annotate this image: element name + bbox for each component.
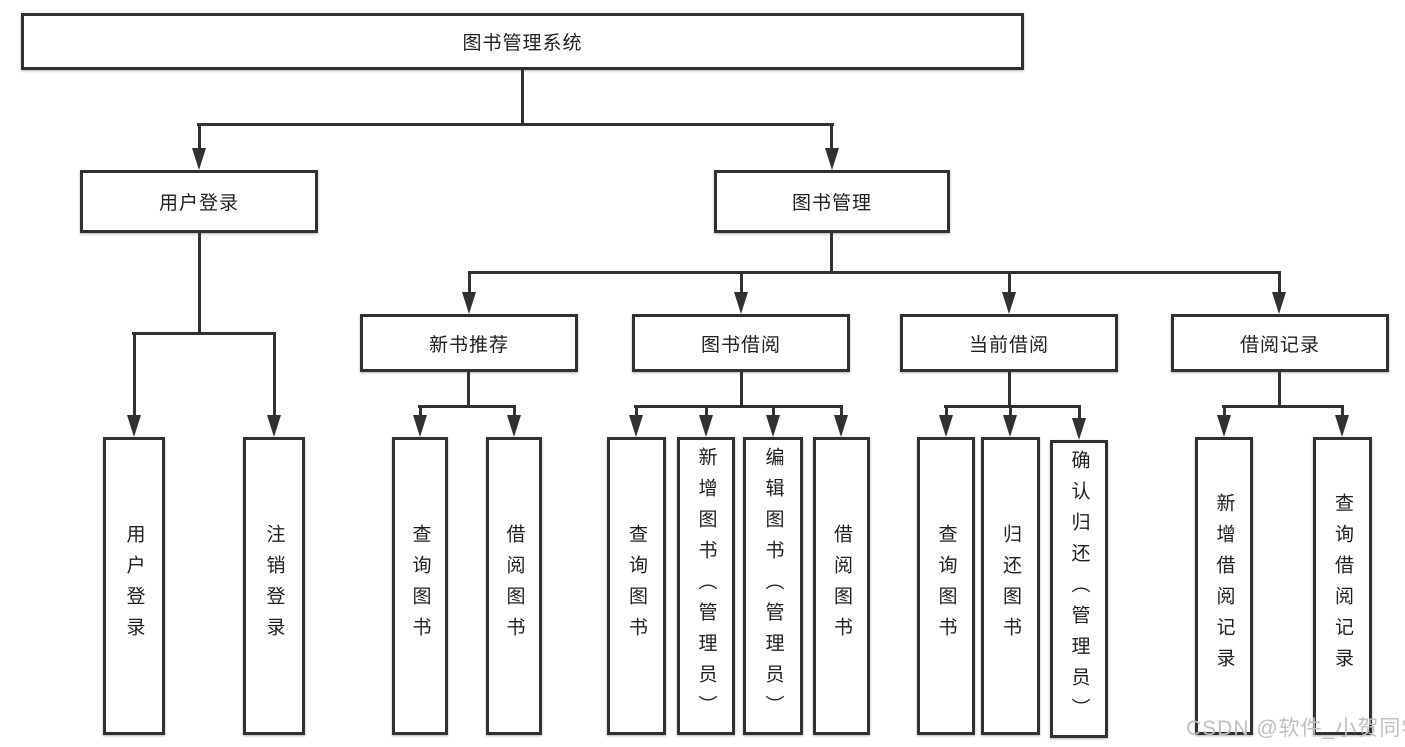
arrowhead bbox=[413, 415, 427, 437]
leaf-logout: 注销登录 bbox=[243, 437, 305, 735]
leaf-label: 新增图书（管理员） bbox=[695, 446, 717, 726]
arrowhead bbox=[734, 292, 748, 314]
connector-shaft bbox=[198, 126, 201, 149]
leaf-label: 查询图书 bbox=[626, 524, 647, 648]
connector-branch-user-login bbox=[132, 332, 276, 335]
connector-stem-book-borrow bbox=[740, 372, 743, 408]
leaf-label: 借阅图书 bbox=[503, 524, 525, 648]
connector-shaft bbox=[705, 408, 708, 416]
connector-shaft bbox=[1341, 408, 1344, 416]
leaf-label: 查询图书 bbox=[409, 524, 431, 648]
arrowhead bbox=[1002, 292, 1016, 314]
arrowhead bbox=[1272, 292, 1286, 314]
leaf-return-books: 归还图书 bbox=[981, 437, 1040, 735]
arrowhead bbox=[825, 148, 839, 170]
arrowhead bbox=[1217, 415, 1231, 437]
leaf-borrow-books-recommend: 借阅图书 bbox=[486, 437, 542, 735]
connector-stem-current-borrow bbox=[1008, 372, 1011, 408]
node-library-system: 图书管理系统 bbox=[21, 13, 1024, 70]
connector-stem-root bbox=[521, 70, 524, 126]
node-new-book-recommend: 新书推荐 bbox=[360, 314, 578, 372]
node-label: 新书推荐 bbox=[428, 334, 509, 356]
leaf-query-books-recommend: 查询图书 bbox=[392, 437, 448, 735]
leaf-label: 用户登录 bbox=[123, 524, 145, 648]
arrowhead bbox=[766, 415, 780, 437]
arrowhead bbox=[192, 148, 206, 170]
leaf-query-books-borrow: 查询图书 bbox=[607, 437, 666, 735]
connector-shaft bbox=[133, 335, 136, 416]
arrowhead bbox=[834, 415, 848, 437]
arrowhead bbox=[1335, 415, 1349, 437]
connector-shaft bbox=[740, 274, 743, 293]
leaf-user-login: 用户登录 bbox=[103, 437, 165, 735]
connector-branch-level3 bbox=[468, 271, 1281, 274]
leaf-label: 查询借阅记录 bbox=[1332, 493, 1353, 679]
connector-shaft bbox=[830, 126, 833, 149]
leaf-label: 借阅图书 bbox=[831, 524, 852, 648]
connector-shaft bbox=[513, 408, 516, 416]
connector-shaft bbox=[273, 335, 276, 416]
connector-shaft bbox=[1223, 408, 1226, 416]
node-label: 用户登录 bbox=[158, 193, 239, 214]
connector-shaft bbox=[468, 274, 471, 293]
connector-branch-book-borrow bbox=[634, 405, 843, 408]
leaf-label: 确认归还（管理员） bbox=[1068, 449, 1090, 729]
connector-branch-level2 bbox=[197, 123, 834, 126]
node-book-borrow: 图书借阅 bbox=[632, 314, 850, 372]
connector-shaft bbox=[1278, 274, 1281, 293]
leaf-add-books-admin: 新增图书（管理员） bbox=[677, 437, 735, 735]
arrowhead bbox=[507, 415, 521, 437]
leaf-query-books-current: 查询图书 bbox=[917, 437, 975, 735]
arrowhead bbox=[462, 292, 476, 314]
connector-stem-borrow-records bbox=[1278, 372, 1281, 408]
csdn-watermark: CSDN @软件_小贺同学 bbox=[1186, 717, 1405, 740]
node-book-management: 图书管理 bbox=[714, 170, 950, 233]
node-label: 当前借阅 bbox=[968, 334, 1049, 356]
connector-shaft bbox=[1078, 408, 1081, 419]
connector-stem-new-book-recommend bbox=[467, 372, 470, 408]
arrowhead bbox=[1072, 418, 1086, 440]
connector-branch-borrow-records bbox=[1222, 405, 1344, 408]
connector-branch-current-borrow bbox=[944, 405, 1081, 408]
connector-shaft bbox=[840, 408, 843, 416]
connector-shaft bbox=[1008, 274, 1011, 293]
node-label: 借阅记录 bbox=[1239, 334, 1320, 356]
leaf-query-borrow-record: 查询借阅记录 bbox=[1313, 437, 1372, 735]
connector-shaft bbox=[945, 408, 948, 416]
connector-shaft bbox=[772, 408, 775, 416]
leaf-label: 编辑图书（管理员） bbox=[762, 446, 784, 726]
leaf-label: 查询图书 bbox=[935, 524, 957, 648]
arrowhead bbox=[699, 415, 713, 437]
leaf-confirm-return-admin: 确认归还（管理员） bbox=[1050, 440, 1108, 738]
arrowhead bbox=[1003, 415, 1017, 437]
arrowhead bbox=[267, 415, 281, 437]
leaf-label: 新增借阅记录 bbox=[1213, 493, 1235, 679]
connector-branch-new-book-recommend bbox=[418, 405, 516, 408]
node-borrow-records: 借阅记录 bbox=[1171, 314, 1389, 372]
arrowhead bbox=[127, 415, 141, 437]
connector-stem-book-management bbox=[830, 233, 833, 274]
connector-shaft bbox=[419, 408, 422, 416]
node-label: 图书管理系统 bbox=[462, 33, 583, 54]
arrowhead bbox=[629, 415, 643, 437]
connector-stem-user-login bbox=[198, 233, 201, 335]
connector-shaft bbox=[635, 408, 638, 416]
node-label: 图书管理 bbox=[791, 193, 872, 214]
leaf-label: 归还图书 bbox=[1000, 524, 1021, 648]
leaf-add-borrow-record: 新增借阅记录 bbox=[1195, 437, 1253, 735]
leaf-borrow-books: 借阅图书 bbox=[813, 437, 870, 735]
node-user-login: 用户登录 bbox=[80, 170, 318, 233]
arrowhead bbox=[939, 415, 953, 437]
node-label: 图书借阅 bbox=[700, 334, 781, 356]
node-current-borrow: 当前借阅 bbox=[900, 314, 1118, 372]
leaf-label: 注销登录 bbox=[263, 524, 285, 648]
leaf-edit-books-admin: 编辑图书（管理员） bbox=[743, 437, 803, 735]
connector-shaft bbox=[1009, 408, 1012, 416]
